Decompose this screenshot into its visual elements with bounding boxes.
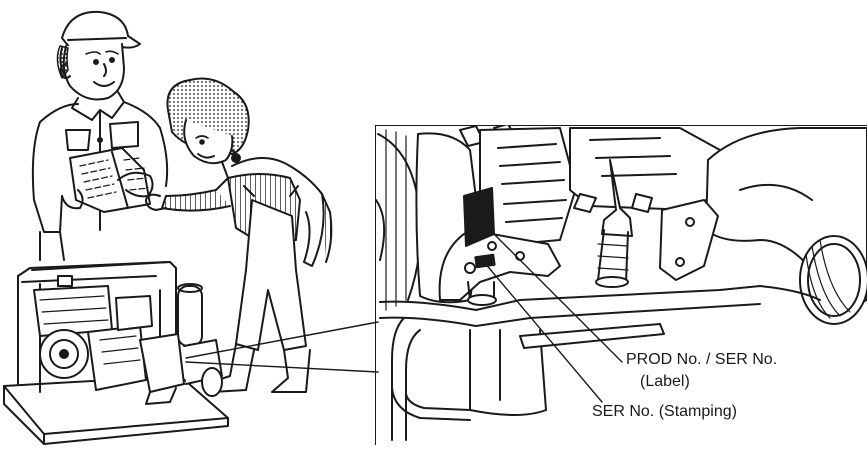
prod-ser-label: PROD No. / SER No. [626, 352, 777, 368]
detail-view [375, 124, 867, 445]
ser-stamping-label: SER No. (Stamping) [592, 404, 737, 420]
pump-small [4, 262, 228, 444]
prod-ser-sublabel: (Label) [640, 374, 690, 390]
man-figure [33, 12, 167, 260]
